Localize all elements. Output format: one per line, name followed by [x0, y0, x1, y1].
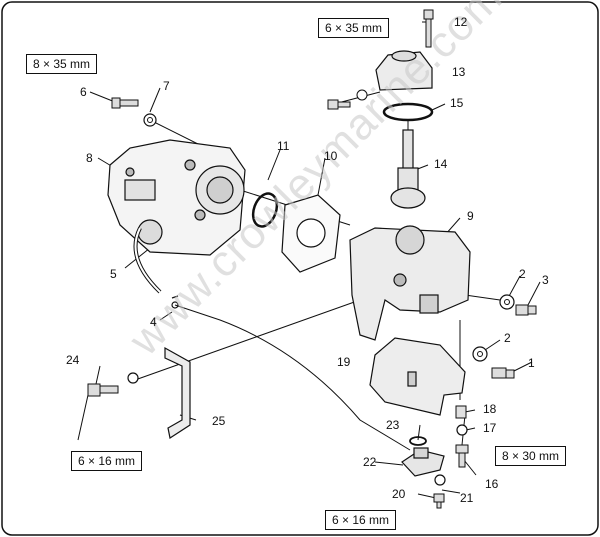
callout-2b: 2 [504, 331, 511, 345]
callout-15: 15 [450, 96, 464, 110]
gasket-10 [281, 194, 341, 273]
callout-14: 14 [434, 157, 448, 171]
callout-22: 22 [363, 455, 377, 469]
o-ring-11 [251, 192, 279, 228]
shaft-14 [390, 129, 426, 209]
spec-box-bolt-24: 6 × 16 mm [71, 451, 143, 471]
callout-19: 19 [337, 355, 351, 369]
bolt-3 [515, 304, 537, 316]
bolt-6 [111, 97, 139, 109]
washer-24 [127, 372, 139, 384]
spec-box-bolt-6: 8 × 35 mm [26, 54, 98, 74]
callout-7: 7 [163, 79, 170, 93]
screw-cover [327, 89, 368, 110]
callout-21: 21 [460, 491, 474, 505]
callout-23: 23 [386, 418, 400, 432]
callout-17: 17 [483, 421, 497, 435]
part-22 [401, 447, 445, 477]
callout-12: 12 [454, 15, 468, 29]
washer-2a [499, 294, 515, 310]
bolt-20 [433, 493, 445, 509]
fuel-pump-assembly [107, 139, 246, 256]
o-ring-15 [382, 102, 434, 122]
bolt-24 [87, 383, 119, 397]
bolt-12 [423, 9, 434, 48]
callout-8: 8 [86, 151, 93, 165]
callout-24: 24 [66, 353, 80, 367]
washer-17 [456, 424, 468, 436]
spec-box-bolt-12: 6 × 35 mm [318, 18, 390, 38]
cover-13 [375, 50, 433, 91]
bolt-16 [455, 444, 469, 468]
clip-4 [171, 295, 179, 309]
washer-21 [434, 474, 446, 486]
callout-18: 18 [483, 402, 497, 416]
bracket-25 [164, 346, 191, 439]
washer-2b [472, 346, 488, 362]
callout-10: 10 [324, 149, 338, 163]
callout-20: 20 [392, 487, 406, 501]
callout-13: 13 [452, 65, 466, 79]
spec-box-bolt-20: 6 × 16 mm [325, 510, 397, 530]
spacer-18 [455, 405, 467, 419]
spec-box-bolt-16: 8 × 30 mm [495, 446, 567, 466]
callout-5: 5 [110, 267, 117, 281]
washer-7 [143, 113, 157, 127]
mounting-bracket-9 [349, 225, 471, 341]
callout-16: 16 [485, 477, 499, 491]
o-ring-23 [409, 436, 427, 446]
callout-4: 4 [150, 315, 157, 329]
bolt-1 [491, 367, 515, 379]
block-19 [369, 337, 466, 416]
callout-1: 1 [528, 356, 535, 370]
callout-6: 6 [80, 85, 87, 99]
callout-2a: 2 [519, 267, 526, 281]
callout-3: 3 [542, 273, 549, 287]
callout-25: 25 [212, 414, 226, 428]
callout-9: 9 [467, 209, 474, 223]
callout-11: 11 [277, 139, 290, 153]
